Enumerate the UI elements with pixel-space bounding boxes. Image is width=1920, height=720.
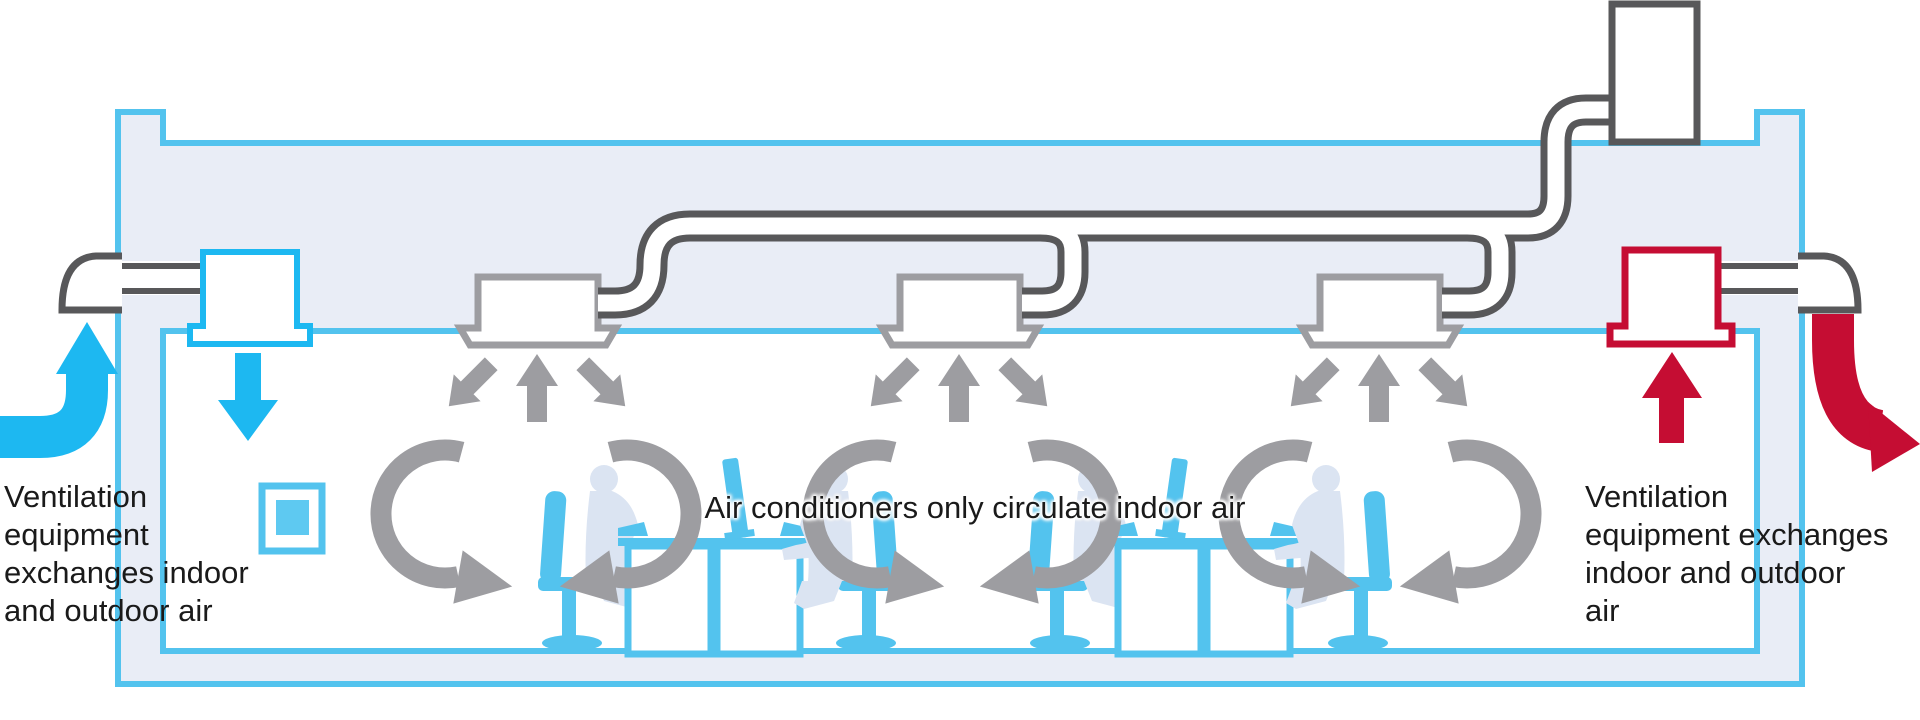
ac-unit-1 xyxy=(453,273,623,349)
intake-ventilation-unit xyxy=(187,249,313,347)
ventilation-intake xyxy=(0,249,326,555)
right-caption-line: equipment exchanges xyxy=(1585,517,1889,552)
right-caption-line: indoor and outdoor xyxy=(1585,555,1846,590)
supply-return-arrows-unit-1 xyxy=(435,350,639,422)
refrigerant-piping xyxy=(598,0,1701,319)
left-caption-line: exchanges indoor xyxy=(4,555,249,590)
left-caption-line: equipment xyxy=(4,517,149,552)
exhaust-duct-hood-icon xyxy=(1798,252,1862,314)
right-caption-line: Ventilation xyxy=(1585,479,1729,514)
supply-down-arrow xyxy=(218,353,278,441)
fresh-air-intake-arrowhead xyxy=(56,322,118,374)
exhaust-air-arrowhead xyxy=(1868,402,1920,472)
center-caption: Air conditioners only circulate indoor a… xyxy=(704,490,1246,525)
ac-unit-2 xyxy=(875,273,1045,349)
supply-return-arrows-unit-2 xyxy=(857,350,1061,422)
exhaust-air-arrow xyxy=(1812,314,1885,452)
right-caption-line: air xyxy=(1585,593,1620,628)
fresh-air-intake-arrow xyxy=(0,372,108,458)
ac-unit-3 xyxy=(1295,273,1465,349)
return-up-arrow xyxy=(1642,352,1702,443)
intake-duct-hood-icon xyxy=(58,252,122,314)
right-caption: Ventilation equipment exchanges indoor a… xyxy=(1585,478,1920,630)
supply-return-arrows-unit-3 xyxy=(1277,350,1481,422)
wall-thermostat xyxy=(258,482,326,555)
ac-units xyxy=(453,273,1465,349)
wall-and-plenum-fill xyxy=(118,112,1802,684)
desk-2 xyxy=(1108,457,1300,654)
exhaust-ventilation-unit xyxy=(1606,246,1736,348)
left-caption-line: Ventilation xyxy=(4,479,148,514)
monitor-icon xyxy=(722,457,755,541)
circulation-swirl xyxy=(1395,450,1531,613)
monitor-icon xyxy=(1155,457,1188,541)
outdoor-unit xyxy=(1608,0,1701,146)
airflow-arrows xyxy=(435,350,1481,422)
left-caption: Ventilation equipment exchanges indoor a… xyxy=(4,478,254,630)
building-outline xyxy=(115,109,1805,687)
workstations xyxy=(538,457,1392,654)
circulation-swirl xyxy=(381,450,517,613)
desk-1 xyxy=(618,457,810,654)
left-caption-line: and outdoor air xyxy=(4,593,213,628)
ventilation-exhaust xyxy=(1606,246,1920,472)
